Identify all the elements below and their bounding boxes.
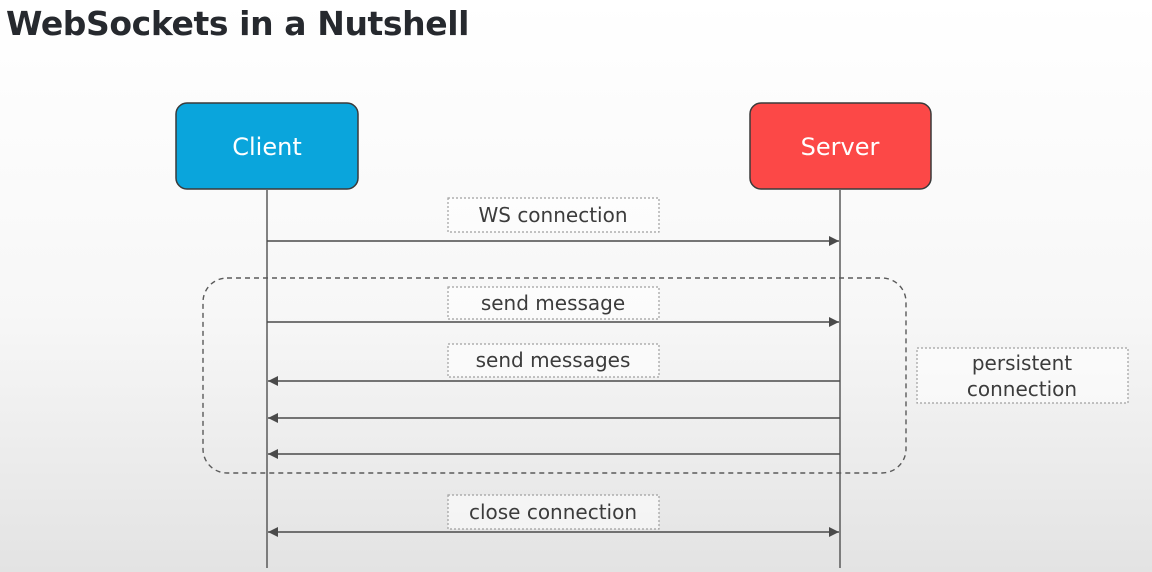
- server-box: [749, 102, 932, 190]
- message-label-box: [447, 286, 660, 320]
- client-actor: Client: [175, 102, 359, 190]
- message-ws-connection: WS connection: [267, 197, 839, 246]
- message-label: WS connection: [478, 203, 627, 227]
- message-label: send messages: [476, 348, 631, 372]
- persistent-connection-annotation: persistent connection: [916, 347, 1129, 404]
- message-label-box: [447, 494, 660, 530]
- slide-title: WebSockets in a Nutshell: [6, 4, 470, 43]
- message-send-messages: send messages: [268, 343, 840, 386]
- annotation-line-2: connection: [967, 377, 1077, 401]
- client-box: [175, 102, 359, 190]
- annotation-box: [916, 347, 1129, 404]
- server-label: Server: [801, 133, 880, 161]
- message-label-box: [447, 197, 660, 233]
- message-label: close connection: [469, 500, 637, 524]
- server-actor: Server: [749, 102, 932, 190]
- message-send-message: send message: [267, 286, 839, 327]
- message-close-connection: close connection: [268, 494, 839, 537]
- message-label-box: [447, 343, 660, 378]
- client-label: Client: [232, 133, 301, 161]
- persistent-connection-group: [202, 277, 907, 474]
- annotation-line-1: persistent: [972, 351, 1072, 375]
- message-label: send message: [481, 291, 625, 315]
